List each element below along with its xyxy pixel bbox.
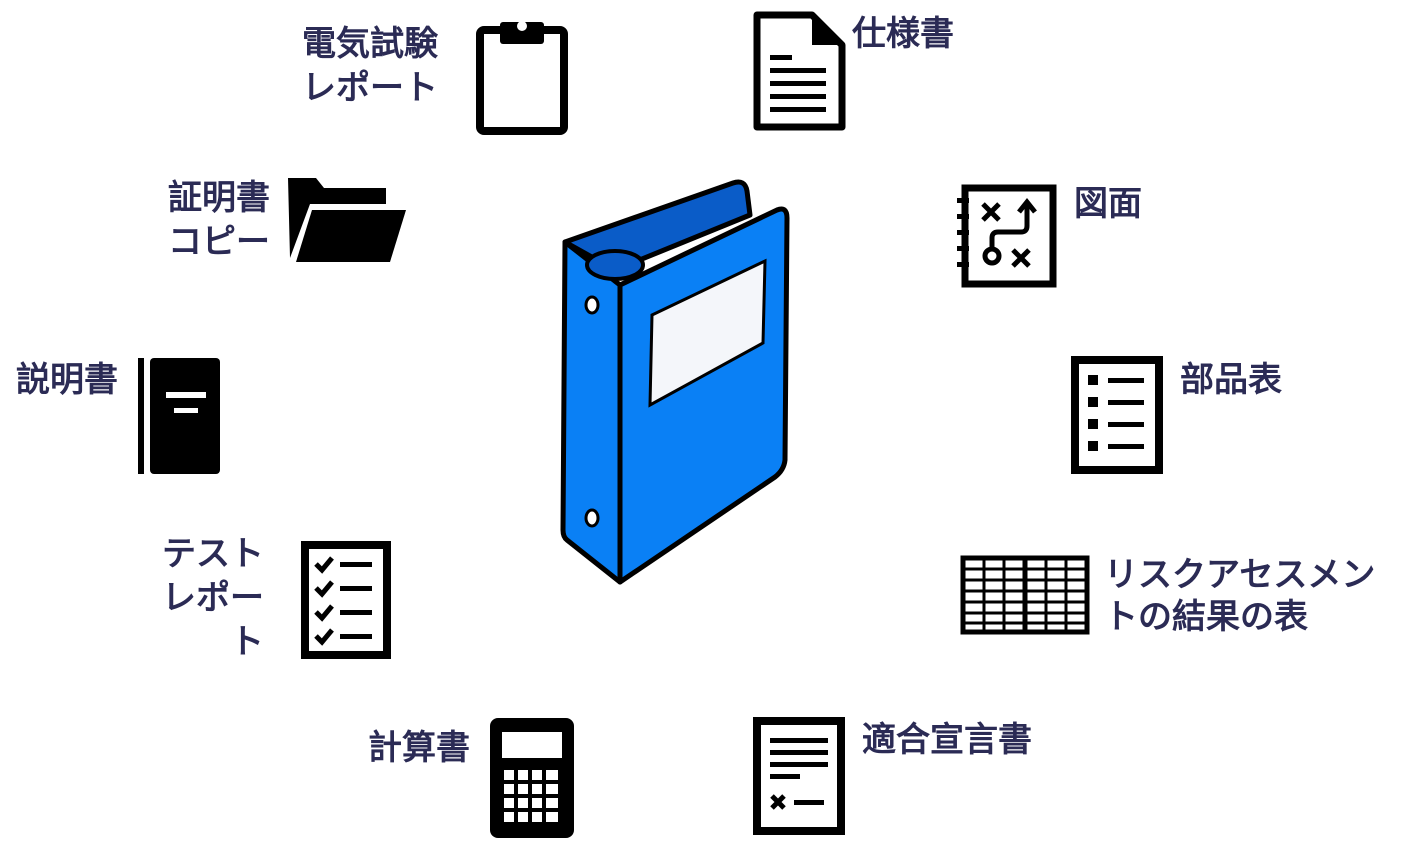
label-drawing: 図面: [1074, 182, 1142, 226]
label-manual: 説明書: [16, 358, 118, 402]
list-icon: [1070, 355, 1164, 475]
label-line: コピー: [168, 222, 270, 262]
label-specification: 仕様書: [852, 12, 954, 56]
label-line: トの結果の表: [1104, 597, 1308, 637]
label-certificate-copy: 証明書 コピー: [168, 176, 270, 264]
signed-document-icon: [752, 716, 846, 836]
table-grid-icon: [960, 555, 1090, 635]
label-test-report: テスト レポー ト: [162, 532, 264, 664]
label-parts-list: 部品表: [1180, 358, 1282, 402]
label-line: レポート: [302, 68, 438, 108]
strategy-notebook-icon: [955, 184, 1059, 288]
open-folder-icon: [286, 176, 408, 264]
label-declaration-of-conformity: 適合宣言書: [862, 718, 1032, 762]
label-calculation: 計算書: [368, 726, 470, 770]
document-icon: [752, 10, 847, 132]
label-line: 電気試験: [302, 24, 438, 64]
label-line: ト: [230, 622, 264, 662]
label-line: 適合宣言書: [862, 720, 1032, 760]
label-line: リスクアセスメン: [1104, 555, 1376, 595]
calculator-icon: [490, 718, 574, 838]
checklist-icon: [300, 540, 392, 660]
book-icon: [136, 356, 222, 476]
label-line: 計算書: [368, 728, 470, 768]
label-line: レポー: [162, 578, 264, 618]
label-line: 部品表: [1180, 360, 1282, 400]
label-risk-assessment: リスクアセスメン トの結果の表: [1104, 554, 1375, 638]
clipboard-icon: [474, 14, 570, 136]
label-line: テスト: [162, 534, 264, 574]
label-line: 図面: [1074, 184, 1142, 224]
label-line: 仕様書: [852, 14, 954, 54]
binder-illustration: [555, 175, 800, 594]
label-line: 証明書: [168, 178, 270, 218]
label-line: 説明書: [16, 360, 118, 400]
label-electrical-test-report: 電気試験 レポート: [302, 22, 438, 110]
